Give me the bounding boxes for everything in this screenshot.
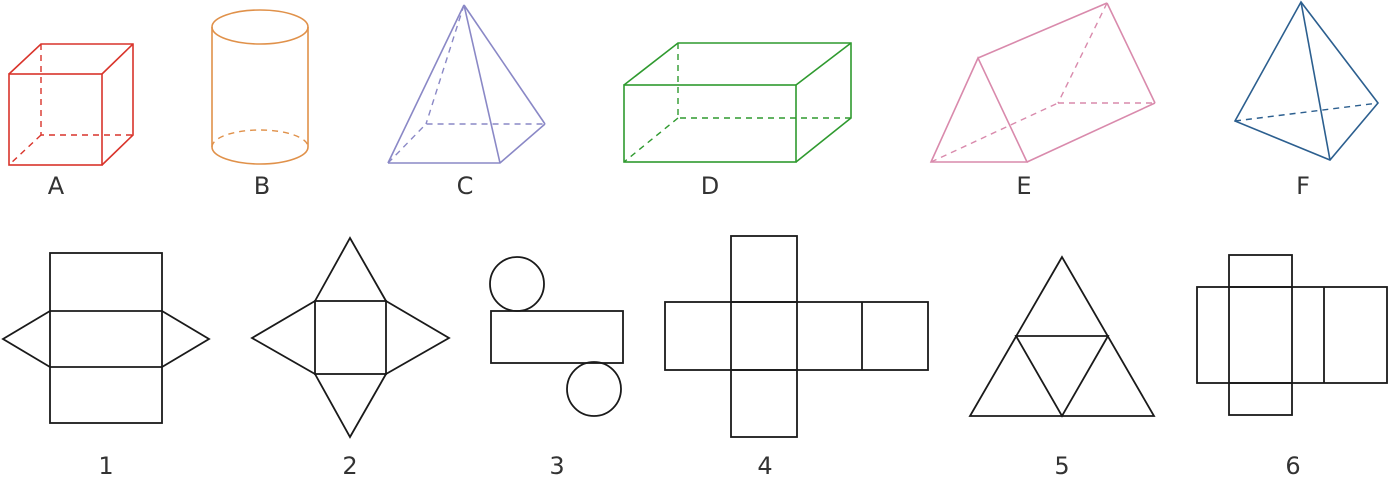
net-1-triangular-prism	[1, 252, 211, 424]
net-label-1: 1	[98, 452, 113, 480]
net-label-6: 6	[1285, 452, 1300, 480]
solid-a-cube	[8, 43, 134, 166]
solid-label-d: D	[701, 172, 719, 200]
net-6-cube	[1196, 254, 1388, 416]
solid-b-cylinder	[211, 9, 309, 165]
net-label-2: 2	[342, 452, 357, 480]
solid-label-e: E	[1016, 172, 1031, 200]
net-label-3: 3	[549, 452, 564, 480]
net-5-tetrahedron	[968, 255, 1156, 418]
net-label-4: 4	[757, 452, 772, 480]
solid-label-b: B	[254, 172, 270, 200]
solid-label-c: C	[457, 172, 474, 200]
solid-c-square-pyramid	[387, 4, 546, 164]
solid-f-tetrahedron	[1233, 0, 1380, 161]
net-label-5: 5	[1054, 452, 1069, 480]
solid-e-triangular-prism	[929, 2, 1156, 163]
net-3-cylinder	[489, 256, 624, 417]
solid-d-rectangular-prism	[623, 42, 852, 163]
net-2-square-pyramid	[250, 236, 451, 439]
solid-label-f: F	[1296, 172, 1310, 200]
solid-label-a: A	[48, 172, 65, 200]
net-4-rectangular-prism	[664, 235, 929, 438]
